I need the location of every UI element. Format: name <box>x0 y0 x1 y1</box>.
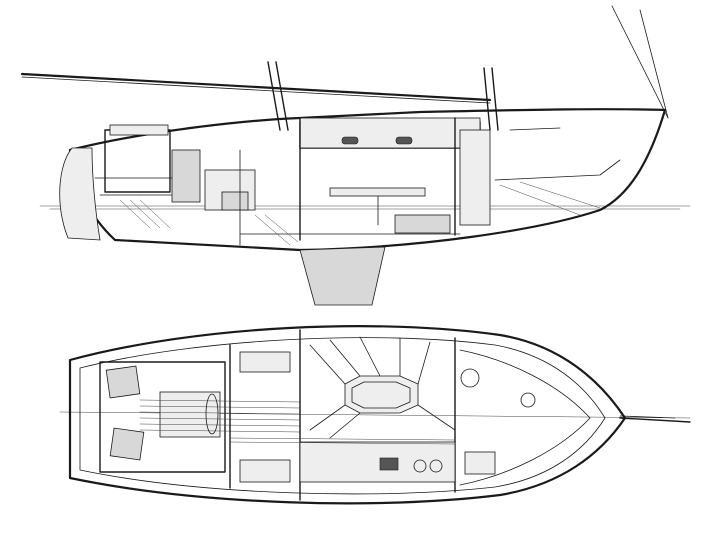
plan-deck-line <box>79 337 606 495</box>
plan-locker-1 <box>239 459 291 483</box>
plan-planking <box>139 399 301 433</box>
boom-edge <box>21 76 491 104</box>
cabin-trunk-fill <box>299 117 481 149</box>
plan-bowsprit <box>619 417 691 423</box>
plan-chart-table <box>239 351 291 373</box>
plan-wheel <box>205 393 219 435</box>
forestay <box>611 5 669 119</box>
keel <box>299 246 386 306</box>
plan-galley-counter <box>299 441 456 483</box>
fore-mast-right <box>491 67 499 131</box>
engine <box>221 191 249 211</box>
boom <box>20 72 492 102</box>
rudder <box>59 147 101 241</box>
profile-view <box>20 5 691 306</box>
fore-mast-left <box>483 67 491 131</box>
plan-engine-area <box>159 391 221 438</box>
plan-stove-2 <box>429 459 443 473</box>
plan-stove-1 <box>413 459 427 473</box>
bowsprit-stay <box>639 9 669 119</box>
plan-cockpit <box>99 361 226 473</box>
profile-hatching <box>119 181 601 246</box>
plan-bowsprit-2 <box>619 415 676 419</box>
plan-settee-stbd <box>309 404 456 439</box>
plan-sink <box>379 457 399 471</box>
plan-saloon-table-inner <box>351 381 411 409</box>
fore-cabin <box>459 129 491 226</box>
plan-anchor-locker <box>520 392 536 408</box>
saloon-table <box>329 187 426 197</box>
plan-quarter-berth-port <box>105 365 141 399</box>
portlight-1 <box>341 136 359 145</box>
v-berth <box>494 159 621 181</box>
portlight-2 <box>395 136 413 145</box>
plan-saloon-table <box>344 375 419 414</box>
plan-quarter-berth-stbd <box>109 427 145 461</box>
plan-locker-2 <box>464 451 496 475</box>
plan-view <box>59 325 691 505</box>
aft-cabin-top <box>109 124 169 136</box>
plan-head <box>460 368 480 388</box>
fore-hatch <box>509 127 561 131</box>
plan-sole-lines <box>229 437 456 445</box>
plan-settee-port <box>309 336 431 385</box>
plan-v-berth <box>459 349 591 486</box>
companionway <box>171 149 201 203</box>
settee <box>394 214 451 234</box>
